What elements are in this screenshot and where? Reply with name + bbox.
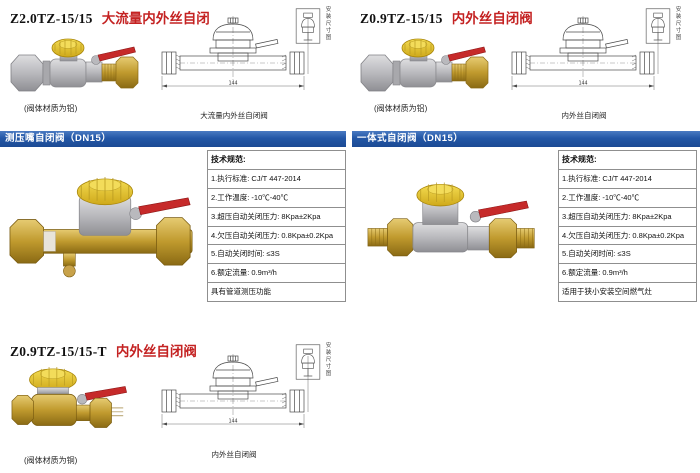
section-header-integrated-valve: 一体式自闭阀（DN15）	[352, 131, 700, 147]
product-title-top-right: Z0.9TZ-15/15 内外丝自闭阀	[360, 7, 533, 27]
spec-row: 2.工作温度: -10℃-40℃	[208, 189, 345, 208]
spec-table: 技术规范: 1.执行标准: CJ/T 447-2014 2.工作温度: -10℃…	[558, 150, 697, 302]
valve-photo-brass-test-nozzle	[6, 152, 204, 301]
photo-caption: (阀体材质为铜)	[24, 456, 78, 465]
product-name: 内外丝自闭阀	[115, 344, 197, 359]
spec-row: 5.自动关闭时间: ≤3S	[208, 245, 345, 265]
detail-callout-label: 安装尺寸图	[324, 342, 331, 377]
product-code: Z2.0TZ-15/15	[10, 11, 93, 26]
valve-photo-compact	[362, 158, 548, 295]
spec-row: 2.工作温度: -10℃-40℃	[559, 189, 696, 208]
technical-drawing: 144	[156, 352, 311, 447]
dimension-label: 144	[228, 419, 237, 425]
spec-row: 1.执行标准: CJ/T 447-2014	[208, 170, 345, 190]
detail-callout: 安装尺寸图	[644, 6, 681, 46]
detail-callout-label: 安装尺寸图	[674, 6, 681, 41]
product-code: Z0.9TZ-15/15-T	[10, 344, 107, 359]
detail-callout-drawing	[294, 342, 322, 382]
spec-note: 适用于狭小安装空间燃气灶	[562, 286, 652, 296]
photo-caption: (阀体材质为铝)	[374, 104, 428, 113]
detail-callout-drawing	[294, 6, 322, 46]
valve-photo-brass	[10, 362, 132, 452]
spec-row: 5.自动关闭时间: ≤3S	[559, 245, 696, 265]
technical-drawing: 144	[506, 14, 661, 109]
spec-table-title: 技术规范:	[559, 151, 696, 171]
drawing-caption: 内外丝自闭阀	[561, 111, 607, 120]
detail-callout: 安装尺寸图	[294, 6, 331, 46]
spec-row: 3.超压自动关闭压力: 8Kpa±2Kpa	[559, 208, 696, 227]
product-code: Z0.9TZ-15/15	[360, 11, 443, 26]
spec-row: 1.执行标准: CJ/T 447-2014	[559, 170, 696, 190]
section-header-pressure-test-valve: 测压嘴自闭阀（DN15）	[0, 131, 346, 147]
valve-photo-aluminum	[358, 34, 498, 100]
drawing-caption: 内外丝自闭阀	[211, 450, 257, 459]
spec-row: 4.欠压自动关闭压力: 0.8Kpa±0.2Kpa	[208, 227, 345, 246]
product-title-top-left: Z2.0TZ-15/15 大流量内外丝自闭	[10, 7, 210, 27]
detail-callout-label: 安装尺寸图	[324, 6, 331, 41]
spec-row: 6.额定流量: 0.9m³/h	[208, 264, 345, 283]
spec-table: 技术规范: 1.执行标准: CJ/T 447-2014 2.工作温度: -10℃…	[207, 150, 346, 302]
detail-callout-drawing	[644, 6, 672, 46]
dimension-label: 144	[228, 81, 237, 87]
photo-caption: (阀体材质为铝)	[24, 104, 78, 113]
product-name: 内外丝自闭阀	[451, 11, 533, 26]
product-name: 大流量内外丝自闭	[101, 11, 210, 26]
dimension-label: 144	[578, 81, 587, 87]
spec-note: 具有管道测压功能	[211, 286, 271, 296]
spec-row: 6.额定流量: 0.9m³/h	[559, 264, 696, 283]
detail-callout: 安装尺寸图	[294, 342, 331, 382]
spec-row: 4.欠压自动关闭压力: 0.8Kpa±0.2Kpa	[559, 227, 696, 246]
drawing-caption: 大流量内外丝自闭阀	[200, 111, 268, 120]
technical-drawing: 144	[156, 14, 311, 109]
spec-table-title: 技术规范:	[208, 151, 345, 171]
spec-row: 3.超压自动关闭压力: 8Kpa±2Kpa	[208, 208, 345, 227]
product-title-bottom-left: Z0.9TZ-15/15-T 内外丝自闭阀	[10, 340, 197, 360]
valve-photo-aluminum	[8, 34, 148, 100]
